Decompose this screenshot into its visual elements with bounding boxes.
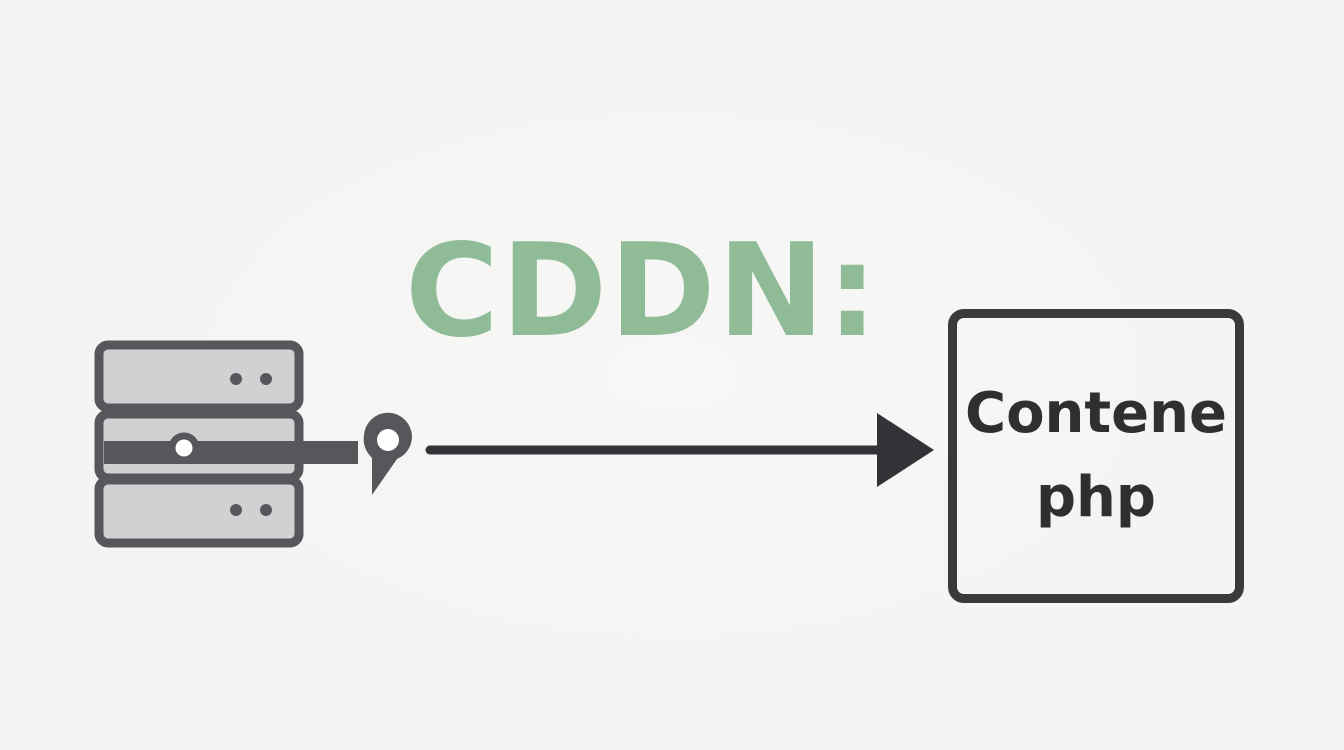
content-box-line-2: php (1035, 465, 1157, 530)
server-led (230, 373, 242, 385)
connector-plug (363, 412, 412, 495)
content-box: Contene php (948, 309, 1244, 603)
plug-connector-icon (104, 412, 412, 495)
connector-port (168, 432, 200, 464)
server-led (260, 504, 272, 516)
arrow-head (877, 413, 934, 487)
connector-plug-hole (377, 429, 399, 451)
server-led (260, 373, 272, 385)
server-led (230, 504, 242, 516)
right-arrow-icon (425, 413, 934, 487)
connector-cable (104, 441, 358, 464)
server-rack-top (94, 340, 304, 413)
server-rack-bottom (94, 475, 304, 548)
diagram-title: CDDN: (405, 217, 880, 366)
content-box-line-1: Contene (964, 381, 1228, 446)
